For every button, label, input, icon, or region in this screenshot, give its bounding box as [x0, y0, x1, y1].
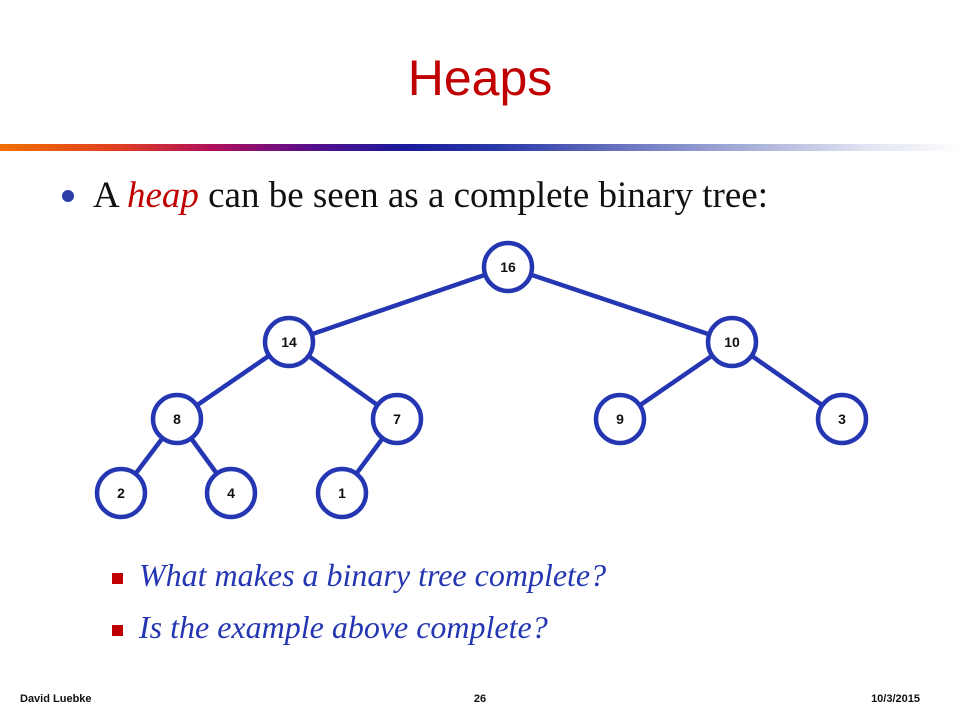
footer-author: David Luebke — [20, 693, 92, 705]
tree-node-circle — [705, 315, 759, 369]
tree-node-4: 4 — [204, 466, 258, 520]
tree-node-circle — [204, 466, 258, 520]
tree-edge-16-14 — [310, 272, 487, 337]
footer-page-number: 26 — [473, 693, 487, 705]
bullet-dot-icon — [62, 189, 74, 202]
tree-node-label: 1 — [338, 485, 346, 501]
tree-node-circle — [481, 240, 535, 294]
tree-node-label: 10 — [724, 334, 740, 350]
tree-edge-14-7 — [307, 354, 379, 407]
sub-bullet-1-text: What makes a binary tree complete? — [139, 557, 607, 593]
tree-node-label: 2 — [117, 485, 125, 501]
tree-node-1: 1 — [315, 466, 369, 520]
tree-node-7: 7 — [370, 392, 424, 446]
tree-node-circle — [815, 392, 869, 446]
tree-node-circle — [315, 466, 369, 520]
square-bullet-icon — [112, 573, 123, 584]
tree-node-label: 8 — [173, 411, 181, 427]
tree-edge-14-8 — [195, 353, 271, 408]
tree-node-14: 14 — [262, 315, 316, 369]
tree-edge-8-4 — [189, 437, 219, 475]
tree-node-circle — [593, 392, 647, 446]
sub-bullet-1: What makes a binary tree complete? — [112, 554, 912, 596]
tree-edge-16-10 — [530, 272, 710, 337]
sub-bullet-2-text: Is the example above complete? — [139, 609, 548, 645]
tree-node-circle — [150, 392, 204, 446]
tree-node-9: 9 — [593, 392, 647, 446]
footer-date: 10/3/2015 — [871, 693, 920, 705]
slide-title: Heaps — [407, 50, 553, 106]
tree-node-circle — [370, 392, 424, 446]
title-underline-gradient — [0, 144, 960, 151]
tree-node-8: 8 — [150, 392, 204, 446]
main-bullet: A heap can be seen as a complete binary … — [62, 172, 942, 220]
sub-bullet-2: Is the example above complete? — [112, 606, 912, 648]
tree-edge-8-2 — [133, 436, 165, 476]
tree-node-2: 2 — [94, 466, 148, 520]
tree-node-circle — [94, 466, 148, 520]
tree-node-16: 16 — [481, 240, 535, 294]
tree-nodes: 16 14 10 8 7 9 3 2 4 1 — [94, 240, 869, 520]
tree-node-label: 16 — [500, 259, 516, 275]
tree-node-circle — [262, 315, 316, 369]
tree-edge-10-9 — [638, 353, 714, 408]
main-bullet-prefix: A — [93, 175, 127, 216]
main-bullet-suffix: can be seen as a complete binary tree: — [198, 175, 768, 216]
square-bullet-icon — [112, 625, 123, 636]
tree-node-3: 3 — [815, 392, 869, 446]
tree-node-label: 7 — [393, 411, 401, 427]
main-bullet-emphasis: heap — [126, 175, 199, 216]
tree-edge-10-3 — [750, 353, 824, 408]
tree-edge-7-1 — [354, 436, 385, 476]
tree-node-label: 9 — [616, 411, 624, 427]
tree-node-label: 3 — [838, 411, 846, 427]
tree-node-10: 10 — [705, 315, 759, 369]
tree-node-label: 14 — [281, 334, 297, 350]
tree-edges — [133, 272, 824, 476]
tree-node-label: 4 — [227, 485, 235, 501]
